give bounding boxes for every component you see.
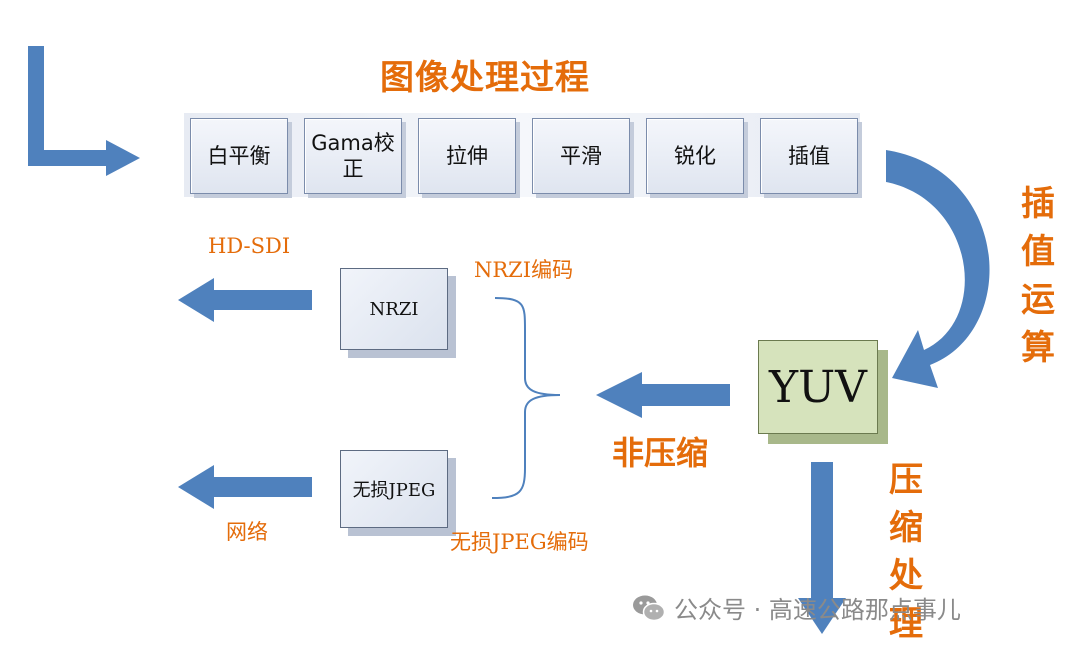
stage-smooth: 平滑 <box>532 118 630 194</box>
arrow-compress <box>798 462 846 634</box>
interp-label: 插 值 运 算 <box>1016 180 1060 372</box>
page-title: 图像处理过程 <box>380 58 590 98</box>
compress-char: 理 <box>889 604 923 644</box>
compress-char: 缩 <box>889 508 923 548</box>
nrzi-box: NRZI <box>340 268 448 350</box>
stage-sharpen: 锐化 <box>646 118 744 194</box>
jpeg-box: 无损JPEG <box>340 450 448 528</box>
stage-interpolate: 插值 <box>760 118 858 194</box>
nrzi-caption: NRZI编码 <box>474 258 574 282</box>
jpeg-caption: 无损JPEG编码 <box>450 530 589 554</box>
stage-white-balance: 白平衡 <box>190 118 288 194</box>
curved-arrow-interp <box>886 150 990 388</box>
noncompress-label: 非压缩 <box>612 434 709 472</box>
interp-char: 运 <box>1021 280 1055 320</box>
compress-label: 压 缩 处 理 <box>884 456 928 648</box>
wechat-icon <box>633 595 666 621</box>
stage-stretch: 拉伸 <box>418 118 516 194</box>
interp-char: 插 <box>1021 184 1055 224</box>
watermark-text: 公众号 · 高速公路那点事儿 <box>674 596 961 624</box>
stage-strip <box>184 113 860 197</box>
watermark: 公众号 · 高速公路那点事儿 <box>632 590 961 625</box>
arrow-network <box>178 465 312 509</box>
output-hdsdi: HD-SDI <box>208 234 291 258</box>
arrow-hdsdi <box>178 278 312 322</box>
yuv-box: YUV <box>758 340 878 434</box>
compress-char: 处 <box>889 556 923 596</box>
arrow-noncompress <box>596 372 730 418</box>
corner-arrow <box>28 46 140 176</box>
interp-char: 值 <box>1021 232 1055 272</box>
curly-brace <box>491 297 561 499</box>
stage-gamma: Gama校 正 <box>304 118 402 194</box>
interp-char: 算 <box>1021 328 1055 368</box>
output-network: 网络 <box>226 520 268 544</box>
compress-char: 压 <box>889 460 923 500</box>
